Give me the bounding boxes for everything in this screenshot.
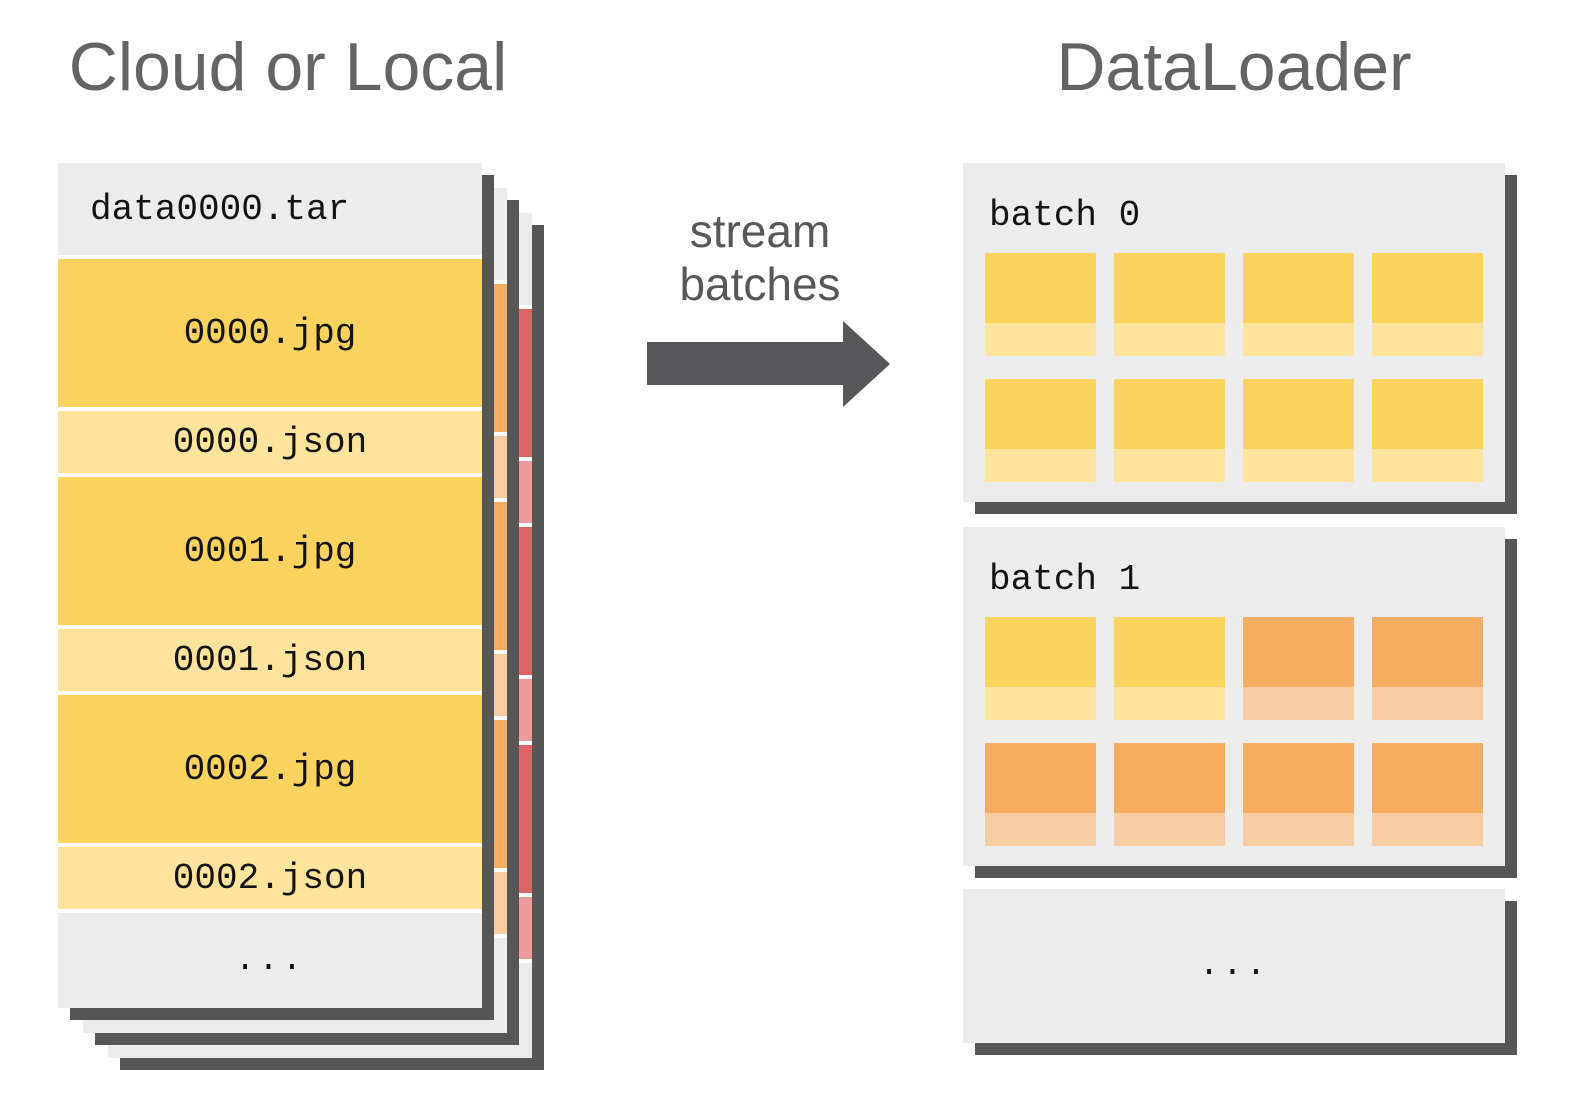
sample-tile [1114,743,1225,846]
sample-tile [985,743,1096,846]
sample-json-strip [1114,687,1225,720]
tar-entry-row: 0000.json [58,411,482,473]
sample-image-block [1372,379,1483,449]
sample-tile [1114,379,1225,482]
sample-json-strip [1372,323,1483,356]
sample-image-block [985,253,1096,323]
sample-tile [1372,743,1483,846]
sample-tile [1372,253,1483,356]
stream-arrow-head-icon [843,321,890,407]
tar-card-front: data0000.tar 0000.jpg 0000.json 0001.jpg… [58,163,482,1008]
batch-1-card: batch 1 [963,527,1505,866]
sample-tile [1243,617,1354,720]
batch-label: batch 1 [989,559,1141,600]
sample-image-block [1372,617,1483,687]
tar-entry-label: 0000.json [172,421,368,463]
batch-label: batch 0 [989,195,1141,236]
ellipsis-label: ... [234,941,306,980]
sample-tile [985,617,1096,720]
stream-batches-label-line2: batches [679,257,841,310]
batch-tile-grid [985,617,1483,846]
sample-tile [985,253,1096,356]
sample-tile [1114,253,1225,356]
batch-0-card: batch 0 [963,163,1505,502]
ellipsis-label: ... [1198,947,1270,985]
sample-image-block [1114,743,1225,813]
more-batches-card: ... [963,889,1505,1043]
sample-json-strip [1243,813,1354,846]
tar-card-header: data0000.tar [58,163,482,255]
tar-entry-label: 0002.jpg [183,748,357,790]
sample-json-strip [1114,449,1225,482]
sample-json-strip [1243,687,1354,720]
sample-tile [1114,617,1225,720]
sample-json-strip [1372,449,1483,482]
sample-image-block [1114,379,1225,449]
tar-file-name: data0000.tar [90,188,350,230]
sample-tile [1243,253,1354,356]
stream-batches-label-line1: stream [689,205,831,257]
sample-json-strip [985,813,1096,846]
sample-image-block [1243,617,1354,687]
dataloader-title: DataLoader [1056,29,1412,105]
tar-entry-row: 0002.jpg [58,695,482,843]
sample-json-strip [1372,687,1483,720]
sample-image-block [1114,253,1225,323]
sample-tile [1372,379,1483,482]
tar-entry-row: 0002.json [58,847,482,909]
cloud-or-local-title: Cloud or Local [68,29,508,105]
sample-image-block [985,743,1096,813]
sample-json-strip [985,687,1096,720]
sample-tile [985,379,1096,482]
sample-tile [1243,379,1354,482]
sample-json-strip [1114,323,1225,356]
sample-image-block [1372,253,1483,323]
sample-json-strip [985,449,1096,482]
sample-tile [1243,743,1354,846]
tar-entry-label: 0001.json [172,639,368,681]
tar-entry-row: 0000.jpg [58,259,482,407]
sample-json-strip [1114,813,1225,846]
sample-tile [1372,617,1483,720]
tar-entry-label: 0000.jpg [183,312,357,354]
tar-entry-row: 0001.json [58,629,482,691]
stream-batches-label: stream batches [655,205,865,311]
sample-image-block [1243,253,1354,323]
sample-image-block [1243,743,1354,813]
tar-card-more: ... [58,913,482,1008]
sample-image-block [1114,617,1225,687]
sample-image-block [985,379,1096,449]
sample-json-strip [1372,813,1483,846]
sample-image-block [1243,379,1354,449]
sample-json-strip [1243,323,1354,356]
sample-json-strip [985,323,1096,356]
stream-arrow-shaft [647,342,843,385]
sample-json-strip [1243,449,1354,482]
sample-image-block [1372,743,1483,813]
sample-image-block [985,617,1096,687]
batch-tile-grid [985,253,1483,482]
tar-entry-label: 0002.json [172,857,368,899]
tar-entry-row: 0001.jpg [58,477,482,625]
tar-entry-label: 0001.jpg [183,530,357,572]
